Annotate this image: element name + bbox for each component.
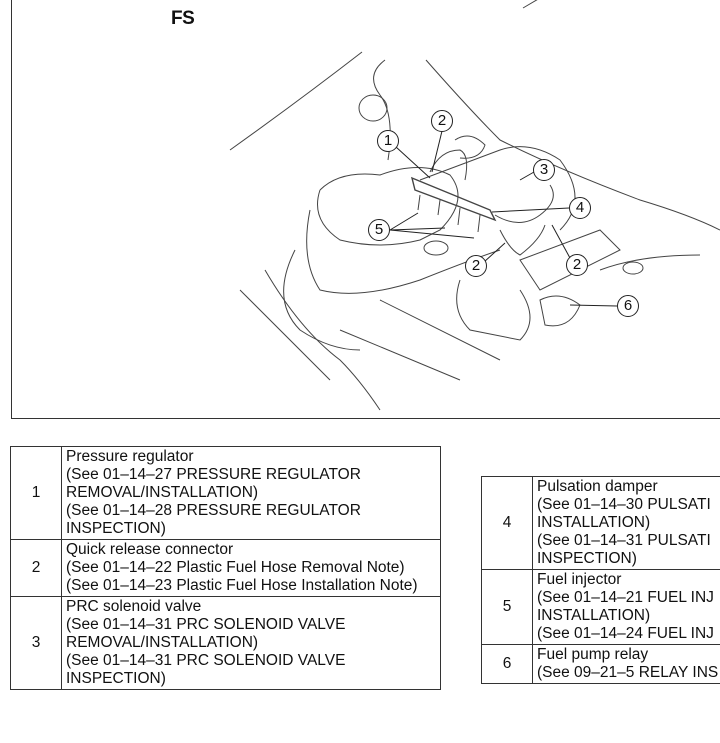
reference-link: REMOVAL/INSTALLATION) — [66, 484, 259, 501]
reference-link: (See 01–14–31 PRC SOLENOID VALVE — [66, 616, 346, 633]
reference-link: INSTALLATION) — [537, 607, 651, 624]
item-description: Fuel pump relay (See 09–21–5 RELAY INS — [532, 644, 720, 684]
item-number: 2 — [10, 539, 62, 597]
callout-4: 4 — [569, 197, 591, 219]
callout-2: 2 — [465, 255, 487, 277]
item-number: 1 — [10, 446, 62, 540]
part-name: PRC solenoid valve — [66, 598, 202, 615]
callout-5: 5 — [368, 219, 390, 241]
parts-table-left: 1 Pressure regulator (See 01–14–27 PRESS… — [10, 446, 441, 690]
reference-link: REMOVAL/INSTALLATION) — [66, 634, 259, 651]
item-number: 6 — [481, 644, 533, 684]
reference-link: (See 01–14–31 PULSATI — [537, 532, 711, 549]
figure-label: FS — [171, 8, 195, 29]
reference-link: (See 01–14–27 PRESSURE REGULATOR — [66, 466, 361, 483]
reference-link: (See 01–14–21 FUEL INJ — [537, 589, 714, 606]
table-row: 6 Fuel pump relay (See 09–21–5 RELAY INS — [481, 644, 720, 684]
item-description: Fuel injector (See 01–14–21 FUEL INJ INS… — [532, 569, 720, 645]
callout-3: 3 — [533, 159, 555, 181]
parts-table-right: 4 Pulsation damper (See 01–14–30 PULSATI… — [481, 476, 720, 684]
part-name: Fuel injector — [537, 571, 622, 588]
part-name: Fuel pump relay — [537, 646, 649, 663]
engine-bay-illustration — [229, 0, 720, 411]
reference-link: (See 01–14–30 PULSATI — [537, 496, 711, 513]
table-row: 1 Pressure regulator (See 01–14–27 PRESS… — [10, 446, 441, 540]
item-description: Pressure regulator (See 01–14–27 PRESSUR… — [61, 446, 441, 540]
reference-link: (See 09–21–5 RELAY INS — [537, 664, 719, 681]
reference-link: (See 01–14–22 Plastic Fuel Hose Removal … — [66, 559, 405, 576]
item-number: 4 — [481, 476, 533, 570]
callout-6: 6 — [617, 295, 639, 317]
table-row: 3 PRC solenoid valve (See 01–14–31 PRC S… — [10, 596, 441, 690]
item-description: Quick release connector (See 01–14–22 Pl… — [61, 539, 441, 597]
reference-link: INSPECTION) — [66, 520, 166, 537]
reference-link: (See 01–14–24 FUEL INJ — [537, 625, 714, 642]
reference-link: (See 01–14–23 Plastic Fuel Hose Installa… — [66, 577, 418, 594]
callout-2: 2 — [431, 110, 453, 132]
table-row: 2 Quick release connector (See 01–14–22 … — [10, 539, 441, 597]
item-number: 3 — [10, 596, 62, 690]
item-description: PRC solenoid valve (See 01–14–31 PRC SOL… — [61, 596, 441, 690]
callout-2: 2 — [566, 254, 588, 276]
figure-frame — [11, 0, 720, 419]
item-description: Pulsation damper (See 01–14–30 PULSATI I… — [532, 476, 720, 570]
reference-link: INSPECTION) — [66, 670, 166, 687]
reference-link: (See 01–14–28 PRESSURE REGULATOR — [66, 502, 361, 519]
part-name: Quick release connector — [66, 541, 234, 558]
reference-link: INSPECTION) — [537, 550, 637, 567]
part-name: Pulsation damper — [537, 478, 658, 495]
item-number: 5 — [481, 569, 533, 645]
reference-link: (See 01–14–31 PRC SOLENOID VALVE — [66, 652, 346, 669]
table-row: 5 Fuel injector (See 01–14–21 FUEL INJ I… — [481, 569, 720, 645]
callout-1: 1 — [377, 130, 399, 152]
reference-link: INSTALLATION) — [537, 514, 651, 531]
table-row: 4 Pulsation damper (See 01–14–30 PULSATI… — [481, 476, 720, 570]
part-name: Pressure regulator — [66, 448, 194, 465]
